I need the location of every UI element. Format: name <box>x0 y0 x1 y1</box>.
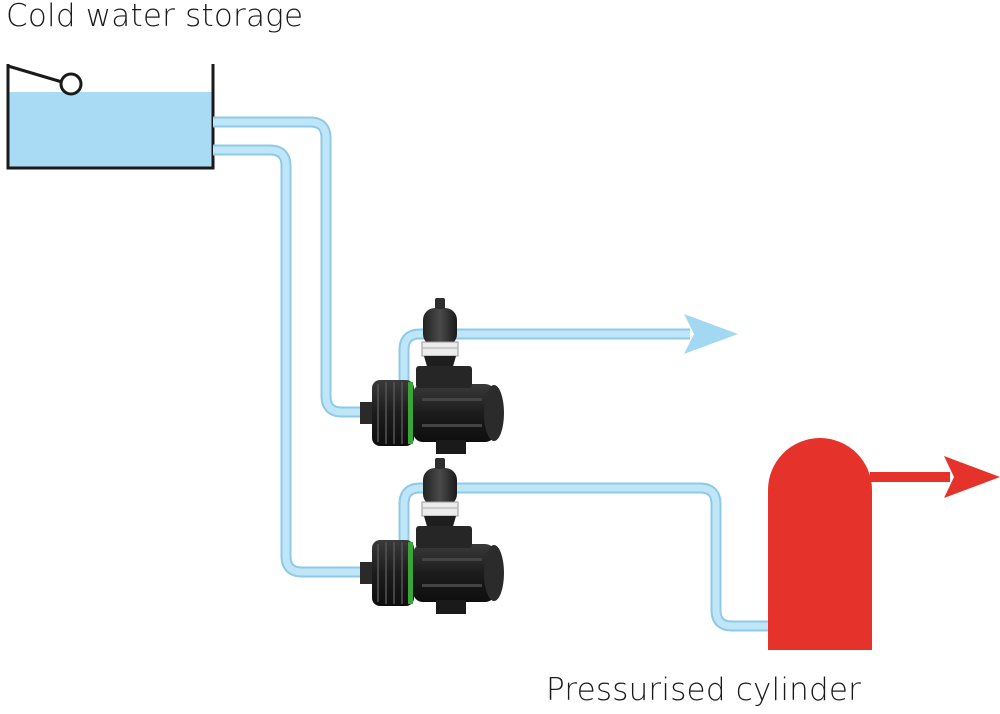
cold-water-tank <box>6 64 215 170</box>
float-valve-arm <box>7 64 63 84</box>
pressurised-cylinder <box>768 438 1000 650</box>
cold-outlet-arrow-icon <box>684 314 738 354</box>
tank-outline <box>6 64 215 170</box>
tank-water <box>8 92 213 168</box>
float-ball-icon <box>59 72 83 96</box>
hot-outlet-arrow-icon <box>944 456 1000 498</box>
cold-water-storage-label: Cold water storage <box>6 0 304 34</box>
pressurised-cylinder-label: Pressurised cylinder <box>546 672 862 708</box>
upper-pump <box>359 297 505 455</box>
lower-pump <box>359 457 505 615</box>
hot-outlet-pipe <box>870 472 950 482</box>
cold-water-pipes <box>213 116 770 632</box>
